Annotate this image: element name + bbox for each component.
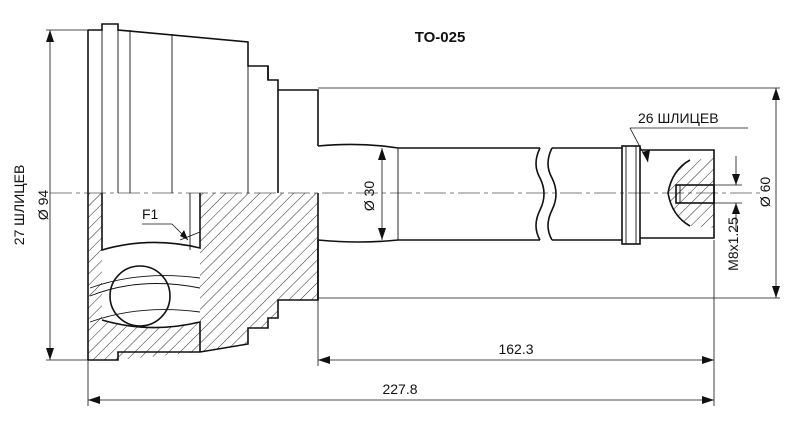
section-view xyxy=(88,193,319,361)
thread-size-label: M8x1.25 xyxy=(725,217,741,271)
shaft xyxy=(317,143,715,300)
dimension-thread-diameter xyxy=(318,87,780,299)
part-number: TO-025 xyxy=(415,29,466,46)
shaft-diameter-label: Ø 30 xyxy=(361,181,377,212)
dimension-shaft-diameter xyxy=(378,148,386,240)
dimension-shaft-length xyxy=(317,240,715,366)
shaft-length-label: 162.3 xyxy=(498,341,533,357)
thread-diameter-label: Ø 60 xyxy=(757,177,773,208)
fit-mark-leader xyxy=(142,223,189,241)
outer-diameter-label: Ø 94 xyxy=(35,190,51,221)
fit-mark-label: F1 xyxy=(142,206,159,222)
inner-spline-leader xyxy=(629,127,748,163)
inner-spline-label: 26 ШЛИЦЕВ xyxy=(638,110,719,126)
total-length-label: 227.8 xyxy=(382,381,417,397)
ball-bearing xyxy=(109,265,171,327)
dimension-thread-size xyxy=(714,156,742,232)
dimension-total-length xyxy=(87,360,715,406)
outer-spline-label: 27 ШЛИЦЕВ xyxy=(11,165,27,246)
dimension-outer-diameter xyxy=(46,29,88,361)
